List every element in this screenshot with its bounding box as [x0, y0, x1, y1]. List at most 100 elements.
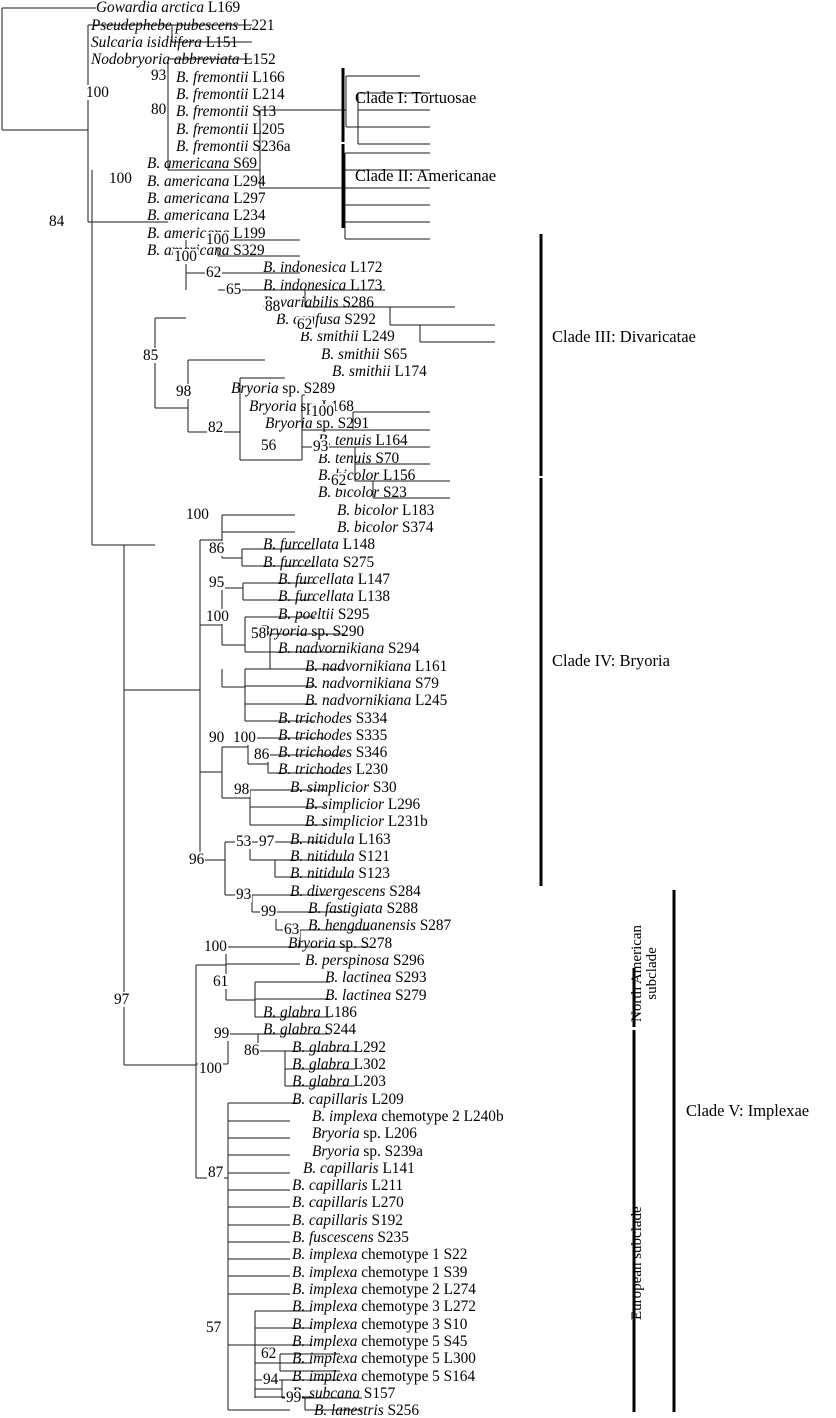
bootstrap-support-value: 99: [260, 902, 278, 920]
taxon-name: B. glabra: [263, 1003, 321, 1021]
bootstrap-support-value: 90: [208, 728, 226, 746]
specimen-code: L163: [354, 830, 391, 848]
taxon-name: B. furcellata: [278, 570, 354, 588]
bootstrap-support-value: 86: [208, 539, 226, 557]
specimen-code: S286: [338, 293, 374, 311]
tip-label: B. perspinosa S296: [305, 953, 424, 968]
taxon-name: B. nitidula: [290, 830, 355, 848]
taxon-name: B. glabra: [292, 1073, 350, 1091]
bootstrap-support-value: 62: [205, 263, 223, 281]
taxon-name: B. fremontii: [176, 120, 249, 138]
taxon-name: B. variabilis: [263, 293, 339, 311]
specimen-code: L221: [238, 16, 275, 34]
taxon-name: B. implexa: [292, 1315, 358, 1333]
taxon-name: B. poeltii: [278, 605, 335, 623]
specimen-code: L205: [248, 120, 285, 138]
tip-label: B. americana L297: [147, 191, 266, 206]
tip-label: B. capillaris L209: [292, 1091, 404, 1107]
taxon-name: B. furcellata: [263, 553, 339, 571]
tip-label: B. fremontii L205: [176, 120, 285, 138]
specimen-code: L230: [351, 761, 389, 779]
tip-label: Bryoria sp. S239a: [312, 1142, 423, 1160]
taxon-name: B. indonesica: [263, 259, 347, 277]
specimen-code: chemotype 1 S22: [357, 1246, 468, 1264]
specimen-code: S293: [391, 969, 427, 987]
tip-label: B. bicolor S23: [318, 485, 407, 500]
specimen-code: S256: [383, 1402, 419, 1418]
specimen-code: L152: [239, 51, 276, 69]
specimen-code: S287: [415, 917, 452, 935]
clade-label-clade-4: Clade IV: Bryoria: [552, 651, 670, 670]
bootstrap-support-value: 100: [185, 505, 210, 523]
specimen-code: L156: [379, 467, 416, 485]
taxon-name: B. implexa: [292, 1333, 358, 1351]
taxon-name: Bryoria: [312, 1125, 360, 1143]
tip-label: B. smithii L249: [300, 329, 395, 344]
tip-label: B. implexa chemotype 1 S22: [292, 1247, 467, 1262]
specimen-code: S123: [354, 865, 390, 883]
tip-label: B. glabra S244: [263, 1022, 356, 1037]
bootstrap-support-value: 61: [212, 972, 230, 990]
tip-label: B. trichodes S346: [278, 745, 387, 760]
specimen-code: S121: [354, 848, 390, 866]
bootstrap-support-value: 86: [243, 1041, 261, 1059]
taxon-name: Nodobryoria abbreviata: [91, 51, 240, 69]
tip-label: B. nitidula S123: [290, 866, 390, 881]
specimen-code: L141: [378, 1159, 415, 1177]
tip-label: B. implexa chemotype 2 L240b: [312, 1109, 504, 1124]
taxon-name: Sulcaria isidiifera: [91, 34, 202, 52]
taxon-name: B. americana: [147, 189, 230, 207]
specimen-code: sp. S239a: [359, 1142, 423, 1160]
specimen-code: L231b: [384, 813, 428, 831]
bootstrap-support-value: 100: [232, 728, 257, 746]
tip-label: B. implexa chemotype 1 S39: [292, 1265, 467, 1280]
clade-bracket-bars: [341, 68, 676, 1412]
tip-label: B. nadvornikiana S79: [305, 676, 439, 691]
specimen-code: S23: [379, 484, 407, 502]
taxon-name: B. americana: [147, 155, 230, 173]
tip-label: B. nitidula L163: [290, 832, 391, 847]
taxon-name: B. subcana: [292, 1385, 360, 1402]
specimen-code: sp. S291: [312, 415, 370, 433]
taxon-name: B. lactinea: [325, 969, 392, 987]
specimen-code: chemotype 3 S10: [357, 1315, 468, 1333]
taxon-name: B. americana: [147, 207, 230, 225]
tip-label: B. fremontii S13: [176, 104, 276, 119]
specimen-code: S275: [338, 553, 375, 571]
bootstrap-support-value: 98: [233, 780, 251, 798]
specimen-code: S30: [369, 778, 397, 796]
tip-label: B. glabra L292: [292, 1039, 386, 1055]
taxon-name: B. trichodes: [278, 726, 352, 744]
specimen-code: L234: [229, 207, 266, 225]
specimen-code: L245: [411, 692, 448, 710]
tip-label: B. glabra L186: [263, 1005, 357, 1020]
taxon-name: Gowardia arctica: [96, 0, 205, 17]
taxon-name: B. fastigiata: [308, 900, 383, 918]
bootstrap-support-value: 56: [260, 436, 278, 454]
taxon-name: Bryoria: [249, 397, 297, 415]
bootstrap-support-value: 80: [150, 100, 168, 118]
taxon-name: B. bicolor: [337, 519, 399, 536]
tip-label: B. glabra L302: [292, 1057, 386, 1072]
tip-label: B. hengduanensis S287: [308, 918, 451, 933]
tip-label: B. simplicior S30: [290, 780, 397, 795]
taxon-name: Bryoria: [288, 934, 336, 952]
taxon-name: B. capillaris: [292, 1211, 368, 1229]
bootstrap-support-value: 96: [188, 850, 206, 868]
specimen-code: L161: [411, 657, 448, 675]
specimen-code: S79: [411, 674, 439, 692]
specimen-code: L214: [248, 86, 285, 103]
tip-label: B. implexa chemotype 2 L274: [292, 1282, 476, 1297]
specimen-code: L296: [384, 796, 421, 814]
specimen-code: S329: [229, 241, 265, 259]
tip-label: B. trichodes S335: [278, 728, 387, 743]
taxon-name: B. implexa: [292, 1246, 358, 1264]
taxon-name: B. lactinea: [325, 986, 392, 1004]
taxon-name: B. simplicior: [305, 796, 385, 814]
taxon-name: B. nitidula: [290, 848, 355, 866]
taxon-name: B. indonesica: [263, 276, 347, 294]
specimen-code: S157: [359, 1385, 396, 1402]
tip-label: B. lanestris S256: [314, 1403, 419, 1418]
bootstrap-support-value: 87: [207, 1163, 225, 1181]
